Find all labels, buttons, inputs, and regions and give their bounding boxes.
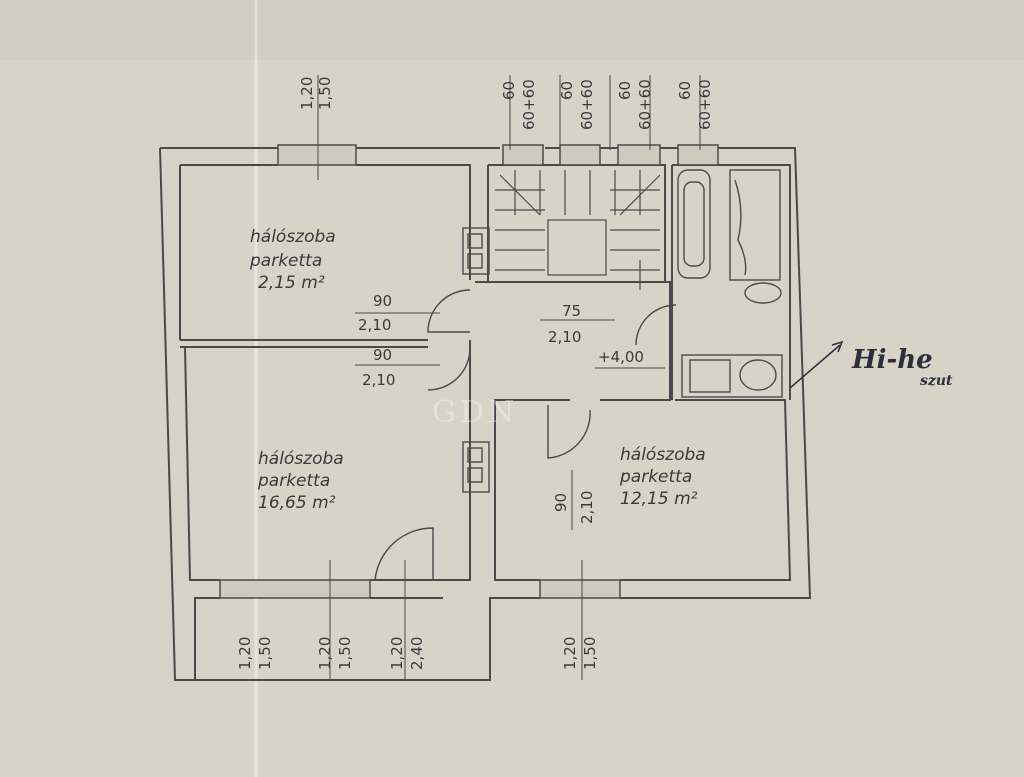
window-skylight-3: [617, 144, 661, 166]
door-bottom-left-height: 2,10: [362, 371, 395, 389]
window-bottom-3-width: 1,20: [388, 637, 406, 670]
window-bottom-4-height: 1,50: [581, 637, 599, 670]
window-skylight-1: [502, 144, 544, 166]
annotation-arrow: [789, 344, 841, 389]
window-bottom-3-height: 2,40: [408, 637, 426, 670]
room-top-left-floor: parketta: [249, 251, 322, 271]
skylight-4-a: 60: [676, 81, 694, 100]
bathroom-fixtures: [677, 169, 783, 398]
inner-wall-top-left: [179, 164, 471, 340]
room-right-name: hálószoba: [620, 445, 706, 465]
window-skylight-2: [559, 144, 601, 166]
watermark: GDN: [432, 395, 518, 430]
walls: [159, 147, 812, 681]
sink: [744, 282, 782, 304]
skylight-2-a: 60: [558, 81, 576, 100]
room-bottom-left-area: 16,65 m²: [258, 493, 336, 513]
toilet-bowl: [739, 359, 777, 391]
door-swings: [374, 289, 677, 581]
door-right-height: 2,10: [578, 491, 596, 524]
door-top-left-height: 2,10: [358, 316, 391, 334]
window-bottom-2-height: 1,50: [336, 637, 354, 670]
annotation-line2: szut: [920, 373, 953, 389]
door-right: [547, 405, 591, 459]
skylight-1-b: 60+60: [520, 79, 538, 130]
paper-shade: [0, 0, 1024, 60]
door-bottom-left-width: 90: [373, 346, 392, 364]
bathtub: [677, 169, 711, 279]
door-top-left-width: 90: [373, 292, 392, 310]
window-bottom-2-width: 1,20: [316, 637, 334, 670]
door-bathroom: [635, 304, 677, 346]
cabinet: [729, 169, 781, 281]
window-bottom-4-width: 1,20: [561, 637, 579, 670]
window-top-height: 1,50: [316, 77, 334, 110]
skylight-3-a: 60: [616, 81, 634, 100]
window-bottom-1-height: 1,50: [256, 637, 274, 670]
door-hall-width: 75: [562, 302, 581, 320]
level-marker: +4,00: [598, 348, 644, 366]
skylight-3-b: 60+60: [636, 79, 654, 130]
wall-top-left-bottom: [180, 339, 428, 348]
window-bottom-4: [539, 579, 621, 599]
stair-well: [547, 219, 607, 276]
skylight-2-b: 60+60: [578, 79, 596, 130]
wall-hall: [475, 281, 792, 581]
room-top-left-area: 2,15 m²: [258, 273, 325, 293]
room-top-left-name: hálószoba: [250, 227, 336, 247]
staircase: [495, 170, 661, 290]
annotation-line1: Hi-he: [851, 345, 933, 375]
wall-stairs: [487, 164, 666, 282]
room-right-floor: parketta: [619, 467, 692, 487]
room-bottom-left-floor: parketta: [257, 471, 330, 491]
room-bottom-left-name: hálószoba: [258, 449, 344, 469]
annotation-arrow-head: [831, 340, 844, 353]
chimneys: [462, 227, 490, 493]
wall-bottom-left: [184, 346, 471, 581]
door-bottom-left-arc: [427, 347, 471, 391]
window-top-width: 1,20: [298, 77, 316, 110]
room-right-area: 12,15 m²: [620, 489, 698, 509]
dimension-lines: [317, 75, 701, 680]
door-hall-height: 2,10: [548, 328, 581, 346]
windows: [219, 144, 719, 599]
window-bottom-1-width: 1,20: [236, 637, 254, 670]
door-top-left: [427, 289, 471, 333]
toilet-tank: [689, 359, 731, 393]
door-balcony: [374, 527, 434, 581]
window-bottom-1: [219, 579, 371, 599]
window-top: [277, 144, 357, 166]
skylight-4-b: 60+60: [696, 79, 714, 130]
door-right-width: 90: [552, 493, 570, 512]
window-skylight-4: [677, 144, 719, 166]
skylight-1-a: 60: [500, 81, 518, 100]
